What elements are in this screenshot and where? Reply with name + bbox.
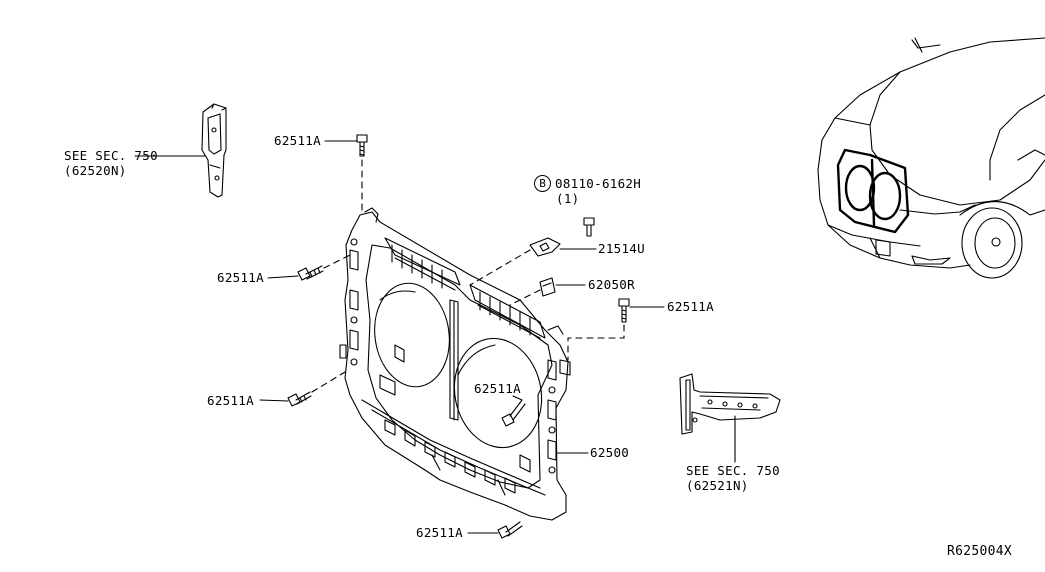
part-label-62511a-lower-left: 62511A bbox=[207, 393, 254, 408]
clip-62050r bbox=[539, 277, 556, 297]
vehicle-core-support-highlight bbox=[836, 148, 910, 234]
bolt-ref-circle: B bbox=[534, 175, 551, 192]
vehicle-outline bbox=[817, 37, 1045, 279]
bolt-left bbox=[297, 265, 324, 281]
part-label-62511a-right: 62511A bbox=[667, 299, 714, 314]
bolt-top bbox=[356, 134, 368, 157]
bolt-08110 bbox=[583, 217, 595, 237]
part-label-62050r: 62050R bbox=[588, 277, 635, 292]
part-label-62500: 62500 bbox=[590, 445, 630, 460]
part-label-21514u: 21514U bbox=[598, 241, 645, 256]
part-label-08110-6162h: 08110-6162H bbox=[555, 176, 642, 191]
part-label-62511a-center: 62511A bbox=[474, 381, 521, 396]
bracket-21514u bbox=[529, 237, 561, 257]
see-sec-left-line1: SEE SEC. 750 bbox=[64, 148, 158, 163]
bolt-right bbox=[618, 298, 630, 323]
part-label-62511a-bottom: 62511A bbox=[416, 525, 463, 540]
bolt-center bbox=[501, 399, 526, 427]
part-qty-08110-6162h: (1) bbox=[556, 191, 580, 206]
see-sec-right-line1: SEE SEC. 750 bbox=[686, 463, 780, 478]
diagram-id: R625004X bbox=[947, 544, 1013, 559]
bolt-lower-left bbox=[287, 391, 312, 407]
radiator-core-support bbox=[339, 207, 571, 521]
right-side-bracket bbox=[679, 373, 781, 435]
bolt-bottom bbox=[497, 521, 523, 539]
part-label-62511a-top: 62511A bbox=[274, 133, 321, 148]
see-sec-left-line2: (62520N) bbox=[64, 163, 127, 178]
part-label-62511a-left: 62511A bbox=[217, 270, 264, 285]
see-sec-right-line2: (62521N) bbox=[686, 478, 749, 493]
left-side-bracket bbox=[201, 103, 227, 198]
